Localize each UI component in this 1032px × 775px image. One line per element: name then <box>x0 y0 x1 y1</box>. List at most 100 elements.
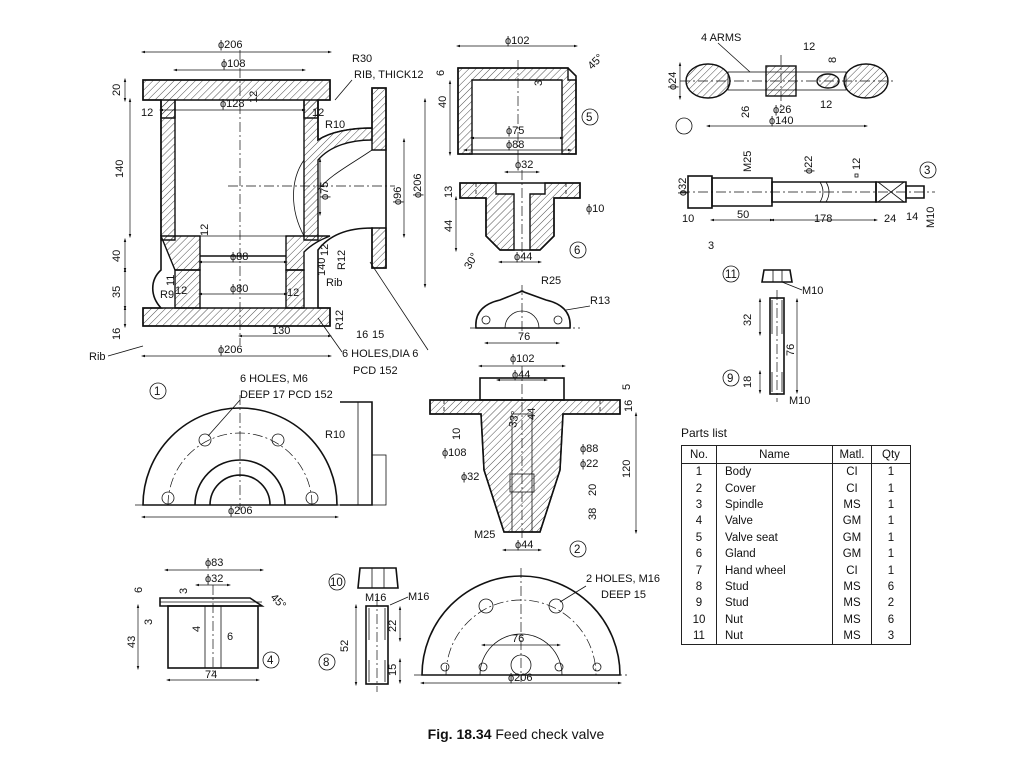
svg-text:12: 12 <box>851 158 863 170</box>
svg-text:R10: R10 <box>325 429 345 441</box>
svg-text:16: 16 <box>111 328 123 340</box>
svg-text:26: 26 <box>740 106 752 118</box>
svg-text:10: 10 <box>451 428 463 440</box>
svg-text:M10: M10 <box>789 395 810 407</box>
part-material: MS <box>832 595 872 612</box>
svg-text:45°: 45° <box>268 592 288 612</box>
svg-text:ϕ32: ϕ32 <box>677 178 689 196</box>
svg-text:R25: R25 <box>541 275 561 287</box>
spindle-view: M25 ϕ22 12 ϕ32 10 50 178 24 14 M10 3 3 <box>677 151 937 252</box>
svg-text:24: 24 <box>884 213 896 225</box>
svg-text:ϕ24: ϕ24 <box>667 72 679 90</box>
svg-text:44: 44 <box>526 408 538 420</box>
svg-text:16: 16 <box>356 329 368 341</box>
svg-text:ϕ32: ϕ32 <box>515 159 533 171</box>
large-nut-and-stud-view: 10 M16 M16 52 22 15 8 <box>318 567 429 692</box>
svg-text:16: 16 <box>623 400 635 412</box>
svg-text:ϕ88: ϕ88 <box>230 251 248 263</box>
svg-text:12: 12 <box>248 91 260 103</box>
svg-text:38: 38 <box>587 508 599 520</box>
svg-text:R13: R13 <box>590 295 610 307</box>
parts-list-title: Parts list <box>681 426 728 440</box>
svg-text:ϕ108: ϕ108 <box>221 58 246 70</box>
part-name: Spindle <box>716 496 833 514</box>
part-name: Body <box>716 463 833 481</box>
svg-text:76: 76 <box>518 331 530 343</box>
gland-view: ϕ32 13 44 ϕ10 30° ϕ44 6 R25 R13 76 <box>443 159 610 345</box>
svg-text:10: 10 <box>682 213 694 225</box>
part-name: Valve <box>716 513 833 530</box>
svg-text:ϕ206: ϕ206 <box>508 672 533 684</box>
svg-text:ϕ75: ϕ75 <box>506 125 524 137</box>
valve-view: ϕ83 ϕ32 3 6 3 45° 43 4 6 74 4 <box>126 557 288 682</box>
svg-text:R12: R12 <box>336 250 348 270</box>
svg-text:76: 76 <box>512 633 524 645</box>
svg-text:ϕ32: ϕ32 <box>461 471 479 483</box>
figure-title: Feed check valve <box>495 726 605 742</box>
part-qty: 1 <box>871 463 911 481</box>
svg-text:45°: 45° <box>586 52 606 72</box>
body-plan-view: 6 HOLES, M6 DEEP 17 PCD 152 R10 ϕ206 <box>135 373 387 519</box>
svg-text:120: 120 <box>621 460 633 478</box>
header-qty: Qty <box>871 445 911 464</box>
svg-text:ϕ88: ϕ88 <box>506 139 524 151</box>
svg-text:ϕ10: ϕ10 <box>586 203 604 215</box>
part-no: 5 <box>681 529 717 546</box>
svg-text:3: 3 <box>143 619 155 625</box>
svg-text:12: 12 <box>175 285 187 297</box>
svg-text:ϕ102: ϕ102 <box>510 353 535 365</box>
svg-text:9: 9 <box>727 373 733 385</box>
part-material: MS <box>832 611 872 628</box>
svg-text:M10: M10 <box>925 207 937 228</box>
part-material: GM <box>832 529 872 546</box>
part-material: MS <box>832 578 872 596</box>
svg-text:ϕ44: ϕ44 <box>512 369 530 381</box>
part-qty: 1 <box>871 513 911 530</box>
part-no: 4 <box>681 513 717 530</box>
svg-text:50: 50 <box>737 209 749 221</box>
svg-text:20: 20 <box>111 84 123 96</box>
header-name: Name <box>716 445 833 464</box>
svg-text:12: 12 <box>803 41 815 53</box>
svg-text:35: 35 <box>111 286 123 298</box>
svg-text:40: 40 <box>437 96 449 108</box>
svg-text:2 HOLES, M16: 2 HOLES, M16 <box>586 573 660 585</box>
svg-text:130: 130 <box>272 325 290 337</box>
svg-text:140: 140 <box>114 160 126 178</box>
part-no: 2 <box>681 480 717 497</box>
part-material: CI <box>832 463 872 481</box>
svg-text:22: 22 <box>387 620 399 632</box>
part-qty: 3 <box>871 627 911 646</box>
svg-text:12: 12 <box>319 244 331 256</box>
svg-text:4: 4 <box>191 626 203 632</box>
part-material: MS <box>832 496 872 514</box>
svg-text:ϕ88: ϕ88 <box>580 443 598 455</box>
hand-wheel-view: 4 ARMS 12 8 ϕ24 26 ϕ26 12 ϕ140 <box>667 32 895 135</box>
svg-text:44: 44 <box>443 220 455 232</box>
svg-text:1: 1 <box>154 386 160 398</box>
svg-text:52: 52 <box>339 640 351 652</box>
part-material: MS <box>832 627 872 646</box>
svg-text:14: 14 <box>906 211 918 223</box>
part-name: Nut <box>716 627 833 646</box>
part-material: GM <box>832 513 872 530</box>
header-no: No. <box>681 445 717 464</box>
svg-text:12: 12 <box>312 107 324 119</box>
part-no: 11 <box>681 627 717 646</box>
svg-text:3: 3 <box>924 165 930 177</box>
figure-caption: Fig. 18.34 Feed check valve <box>0 726 1032 742</box>
svg-text:15: 15 <box>387 664 399 676</box>
svg-text:5: 5 <box>586 112 592 124</box>
svg-text:ϕ206: ϕ206 <box>228 505 253 517</box>
svg-text:ϕ206: ϕ206 <box>218 39 243 51</box>
